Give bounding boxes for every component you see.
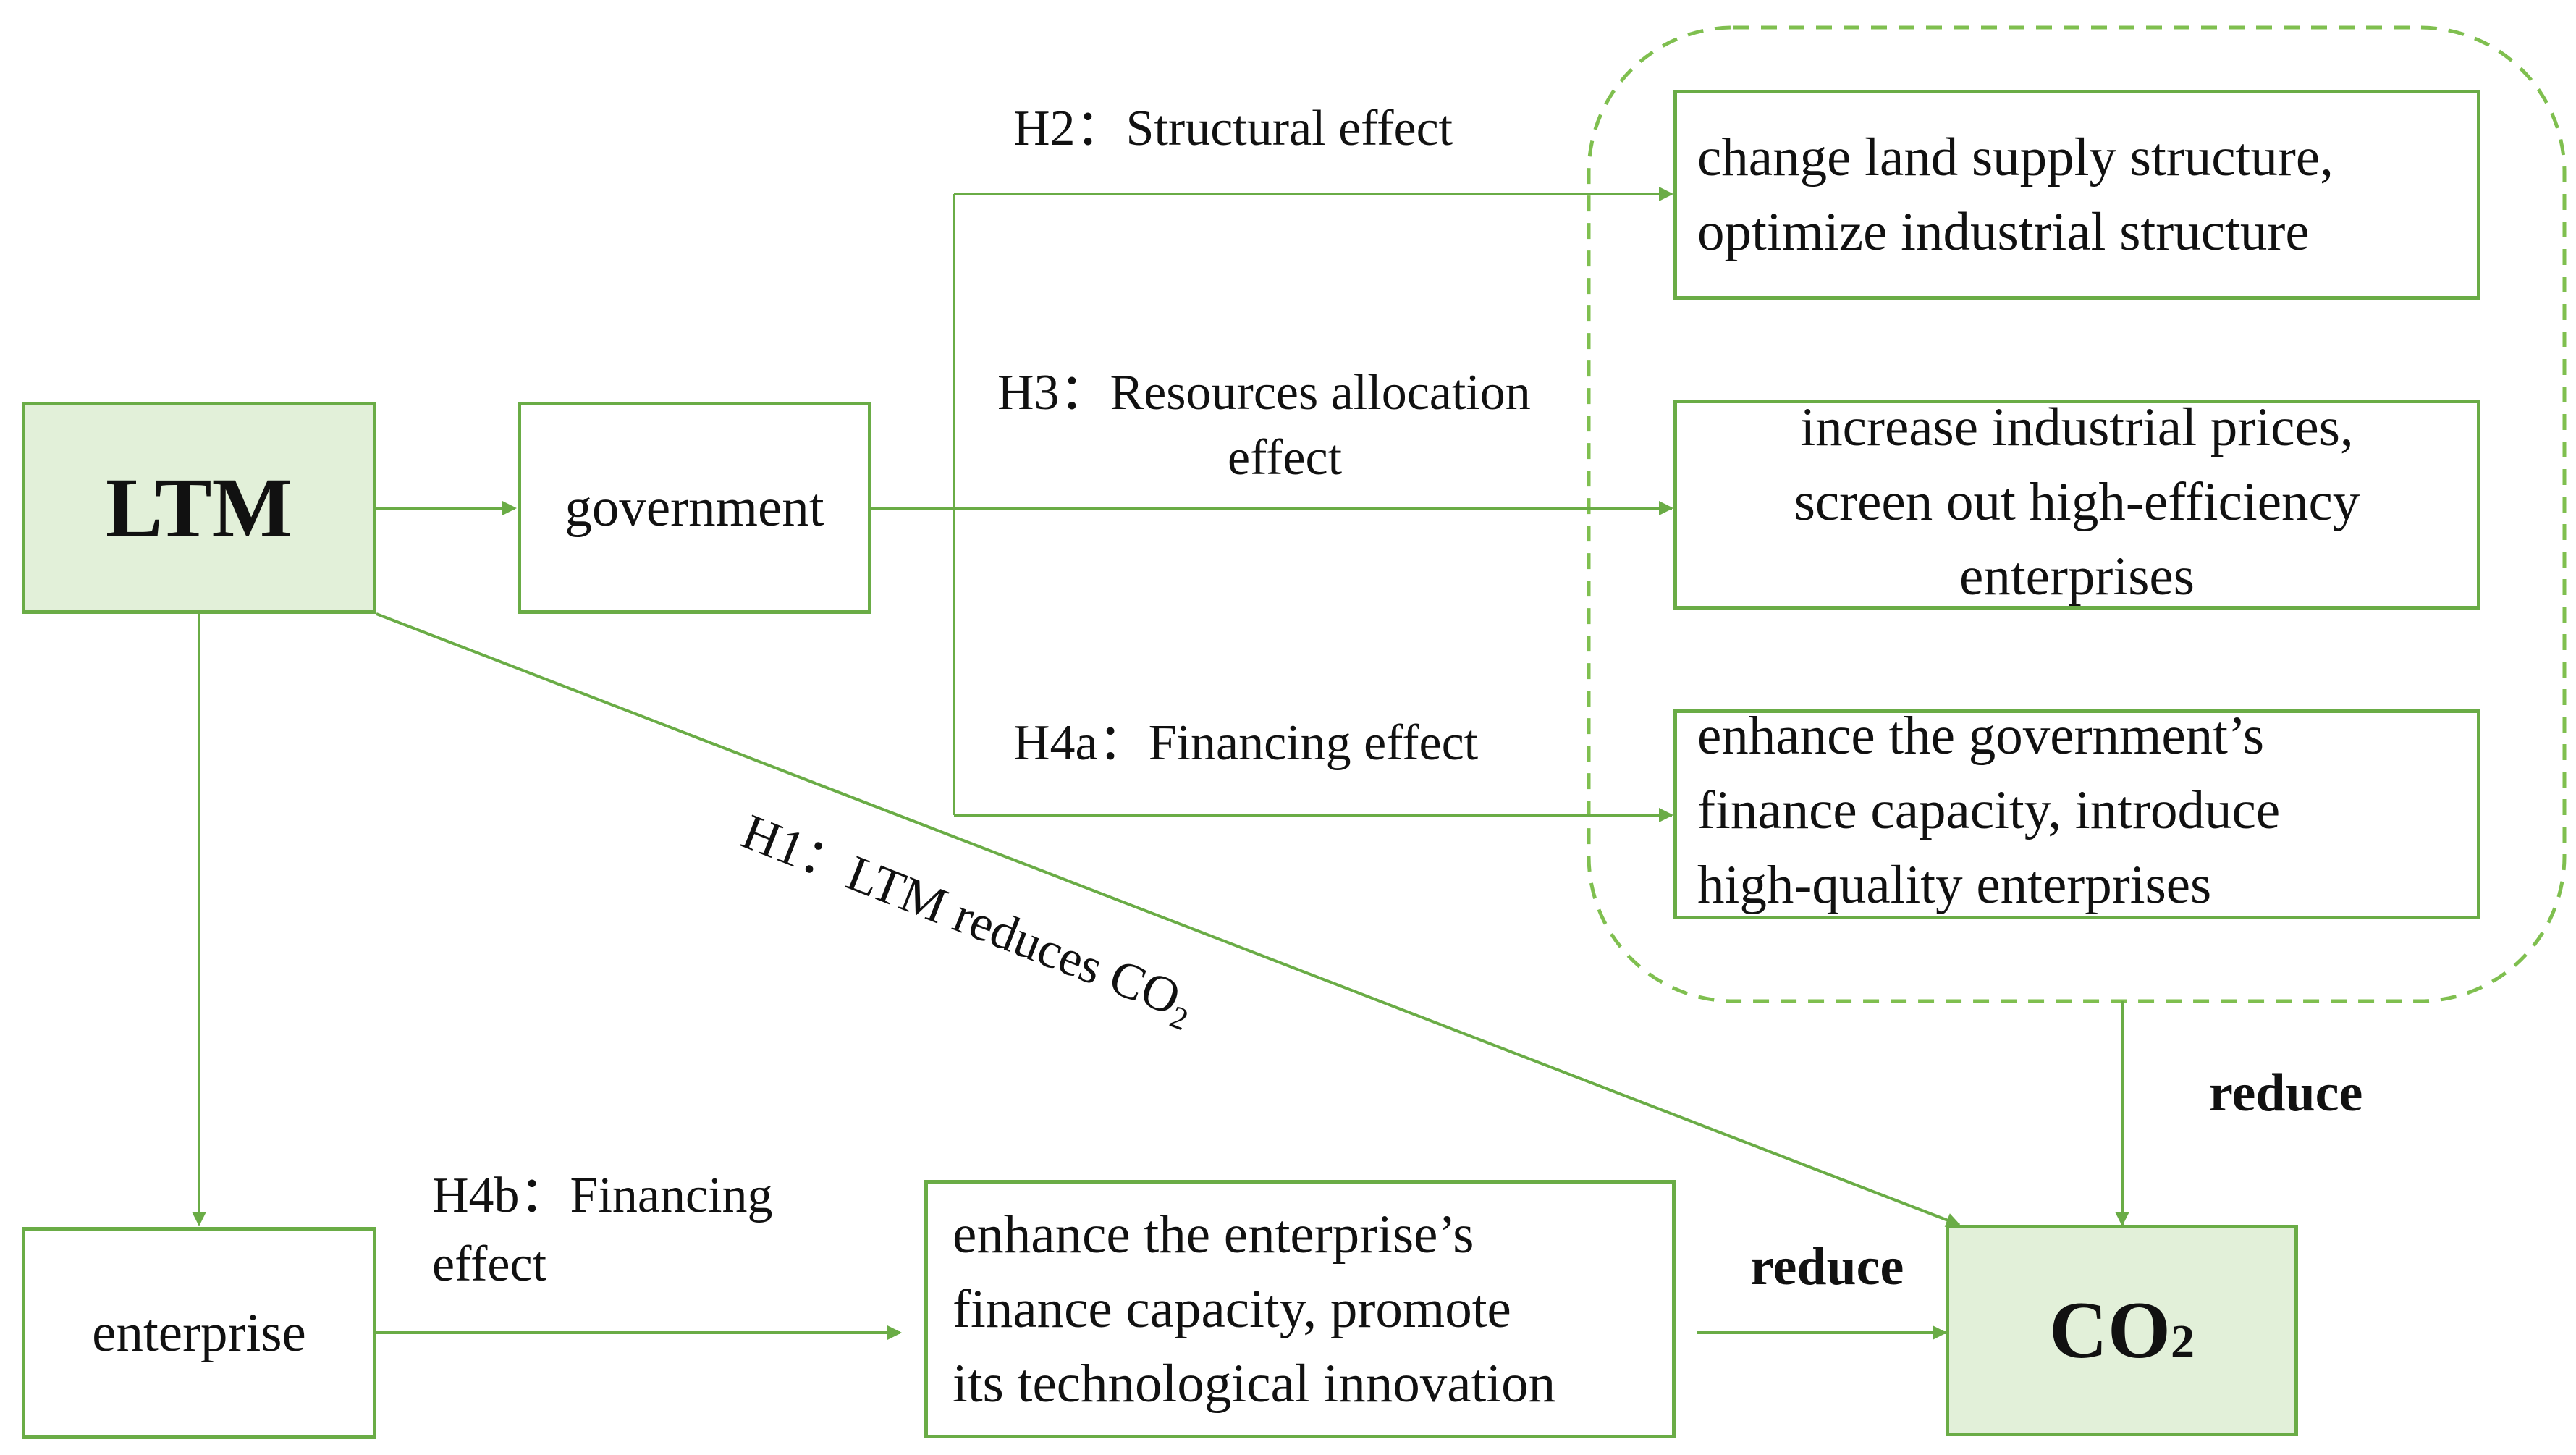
h4b-label-line: H4b：Financing xyxy=(432,1168,773,1223)
government-node: government xyxy=(518,402,871,614)
h4b-label-line: effect xyxy=(432,1236,547,1292)
ltm-label: LTM xyxy=(106,460,292,555)
gov-finance-line: finance capacity, introduce xyxy=(1697,780,2281,840)
h4b-label: H4b：Financing effect xyxy=(432,1161,773,1299)
co2-label: CO2 xyxy=(2049,1284,2195,1378)
structure-line: optimize industrial structure xyxy=(1697,202,2310,262)
allocation-effect-box: increase industrial prices, screen out h… xyxy=(1673,397,2480,610)
ent-finance-line: finance capacity, promote xyxy=(953,1279,1511,1339)
ent-finance-line: its technological innovation xyxy=(953,1354,1556,1414)
dashed-group-outline xyxy=(1587,25,2567,1003)
government-label: government xyxy=(565,478,824,538)
h3-label-line: H3：Resources allocation xyxy=(997,365,1531,421)
h4a-label: H4a：Financing effect xyxy=(1013,715,1479,771)
reduce-label-right: reduce xyxy=(2209,1063,2363,1123)
ltm-node: LTM xyxy=(22,402,376,614)
gov-finance-text: enhance the government’s finance capacit… xyxy=(1697,699,2280,922)
gov-finance-line: enhance the government’s xyxy=(1697,705,2265,766)
enterprise-label: enterprise xyxy=(92,1303,306,1363)
structure-line: change land supply structure, xyxy=(1697,127,2334,187)
allocation-line: increase industrial prices, xyxy=(1800,397,2354,457)
allocation-line: enterprises xyxy=(1959,546,2195,607)
structure-effect-box: change land supply structure, optimize i… xyxy=(1673,90,2480,300)
gov-finance-line: high-quality enterprises xyxy=(1697,854,2212,915)
ent-finance-line: enhance the enterprise’s xyxy=(953,1205,1474,1265)
h2-label: H2：Structural effect xyxy=(1013,101,1453,156)
h3-label: H3：Resources allocation effect xyxy=(997,360,1531,491)
allocation-line: screen out high-efficiency xyxy=(1794,471,2360,532)
co2-label-sub: 2 xyxy=(2171,1315,2195,1368)
h3-label-line: effect xyxy=(1228,430,1343,486)
structure-effect-text: change land supply structure, optimize i… xyxy=(1697,120,2334,269)
co2-label-base: CO xyxy=(2049,1285,2171,1375)
gov-finance-box: enhance the government’s finance capacit… xyxy=(1673,706,2480,919)
allocation-effect-text: increase industrial prices, screen out h… xyxy=(1794,390,2360,614)
ent-finance-box: enhance the enterprise’s finance capacit… xyxy=(924,1180,1676,1438)
reduce-label-bottom: reduce xyxy=(1750,1237,1904,1296)
enterprise-node: enterprise xyxy=(22,1227,376,1439)
ent-finance-text: enhance the enterprise’s finance capacit… xyxy=(953,1197,1555,1421)
edge-ltm-co2 xyxy=(376,612,1961,1227)
co2-node: CO2 xyxy=(1946,1225,2298,1436)
